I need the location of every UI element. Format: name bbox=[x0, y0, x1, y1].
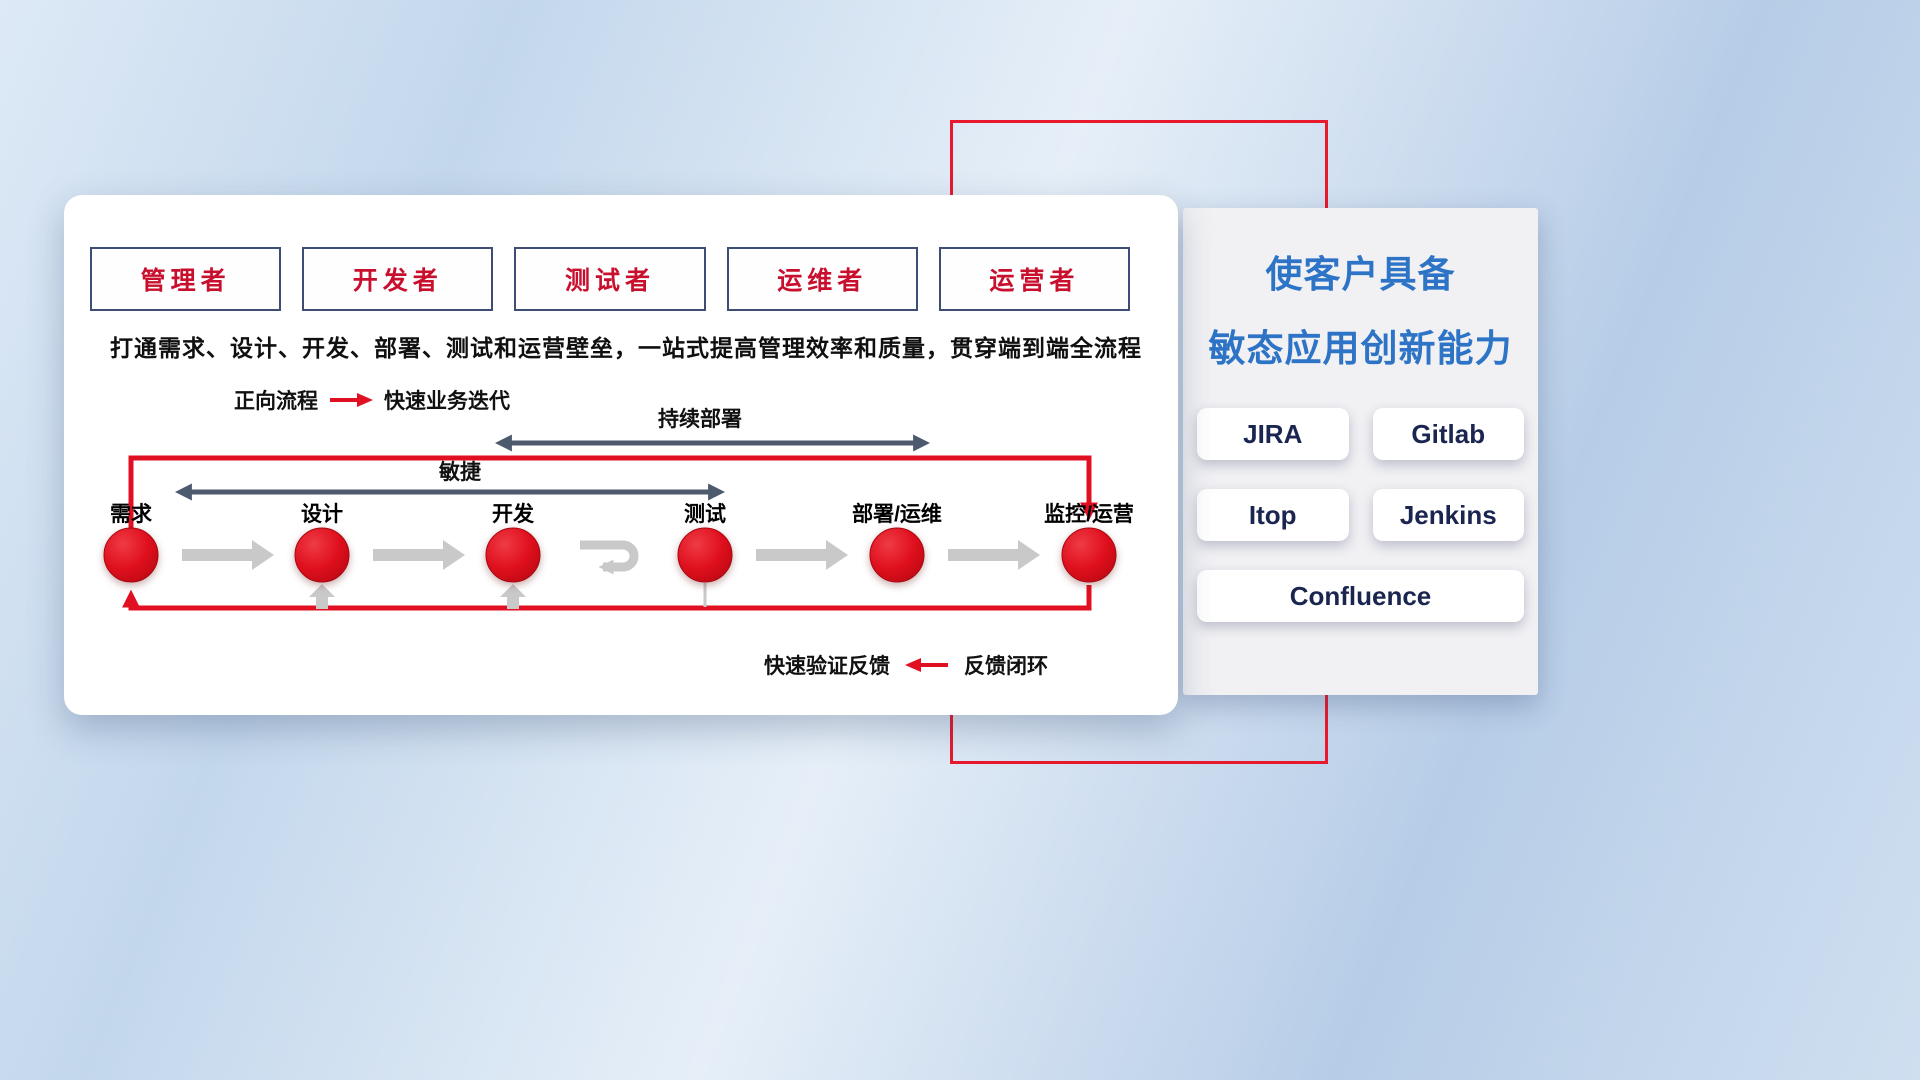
roles-row: 管理者 开发者 测试者 运维者 运营者 bbox=[90, 247, 1131, 311]
feedback-text: 快速验证反馈 bbox=[764, 655, 890, 678]
stage-label-design: 设计 bbox=[301, 503, 343, 526]
stage-arrows bbox=[182, 540, 1040, 570]
stage-label-requirements: 需求 bbox=[110, 503, 152, 526]
tool-button-gitlab[interactable]: Gitlab bbox=[1372, 408, 1524, 460]
stage-node-develop bbox=[485, 527, 541, 583]
feedback-arrow-icon bbox=[905, 658, 948, 672]
forward-arrow-icon bbox=[330, 393, 373, 407]
stage-label-develop: 开发 bbox=[492, 503, 534, 526]
capability-panel: 使客户具备 敏态应用创新能力 JIRA Gitlab Itop Jenkins … bbox=[1183, 208, 1538, 695]
stage-node-test bbox=[677, 527, 733, 583]
tool-button-confluence[interactable]: Confluence bbox=[1197, 570, 1524, 622]
feedback-label: 反馈闭环 bbox=[964, 655, 1048, 678]
role-box-tester: 测试者 bbox=[514, 247, 706, 311]
capability-title: 使客户具备 敏态应用创新能力 bbox=[1183, 238, 1538, 386]
iteration-loop-icon bbox=[580, 540, 639, 575]
forward-flow-legend: 正向流程 快速业务迭代 bbox=[234, 385, 510, 415]
agile-label: 敏捷 bbox=[439, 461, 481, 484]
stage-node-deploy-ops bbox=[869, 527, 925, 583]
role-box-ops: 运维者 bbox=[726, 247, 918, 311]
tool-button-jenkins[interactable]: Jenkins bbox=[1372, 489, 1524, 541]
feedback-loop-line bbox=[122, 585, 1092, 611]
role-label: 运营者 bbox=[989, 267, 1080, 295]
workflow-description: 打通需求、设计、开发、部署、测试和运营壁垒，一站式提高管理效率和质量，贯穿端到端… bbox=[110, 335, 1142, 361]
stage-label-monitor-op: 监控/运营 bbox=[1044, 503, 1134, 526]
tool-chip-grid: JIRA Gitlab Itop Jenkins Confluence bbox=[1197, 408, 1524, 622]
role-box-manager: 管理者 bbox=[90, 247, 282, 311]
continuous-deploy-label: 持续部署 bbox=[658, 408, 742, 431]
stage-node-monitor-op bbox=[1061, 527, 1117, 583]
devops-workflow-panel: 管理者 开发者 测试者 运维者 运营者 打通需求、设计、开发、部署、测试和运营壁… bbox=[64, 195, 1178, 715]
stage-nodes bbox=[103, 527, 1117, 583]
forward-flow-label: 正向流程 bbox=[234, 390, 318, 413]
feedback-up-arrows bbox=[309, 584, 526, 609]
tool-button-jira[interactable]: JIRA bbox=[1197, 408, 1349, 460]
stage-node-requirements bbox=[103, 527, 159, 583]
role-label: 管理者 bbox=[140, 267, 231, 295]
capability-title-line1: 使客户具备 bbox=[1265, 254, 1456, 295]
tool-button-itop[interactable]: Itop bbox=[1197, 489, 1349, 541]
stage-label-deploy-ops: 部署/运维 bbox=[852, 503, 942, 526]
role-label: 开发者 bbox=[352, 267, 443, 295]
role-label: 测试者 bbox=[565, 267, 656, 295]
feedback-legend: 快速验证反馈 反馈闭环 bbox=[764, 650, 1048, 680]
role-label: 运维者 bbox=[777, 267, 868, 295]
capability-title-line2: 敏态应用创新能力 bbox=[1208, 328, 1513, 369]
stage-node-design bbox=[294, 527, 350, 583]
role-box-operator: 运营者 bbox=[938, 247, 1131, 311]
forward-flow-text: 快速业务迭代 bbox=[384, 390, 510, 413]
role-box-developer: 开发者 bbox=[302, 247, 494, 311]
stage-label-test: 测试 bbox=[684, 503, 726, 526]
